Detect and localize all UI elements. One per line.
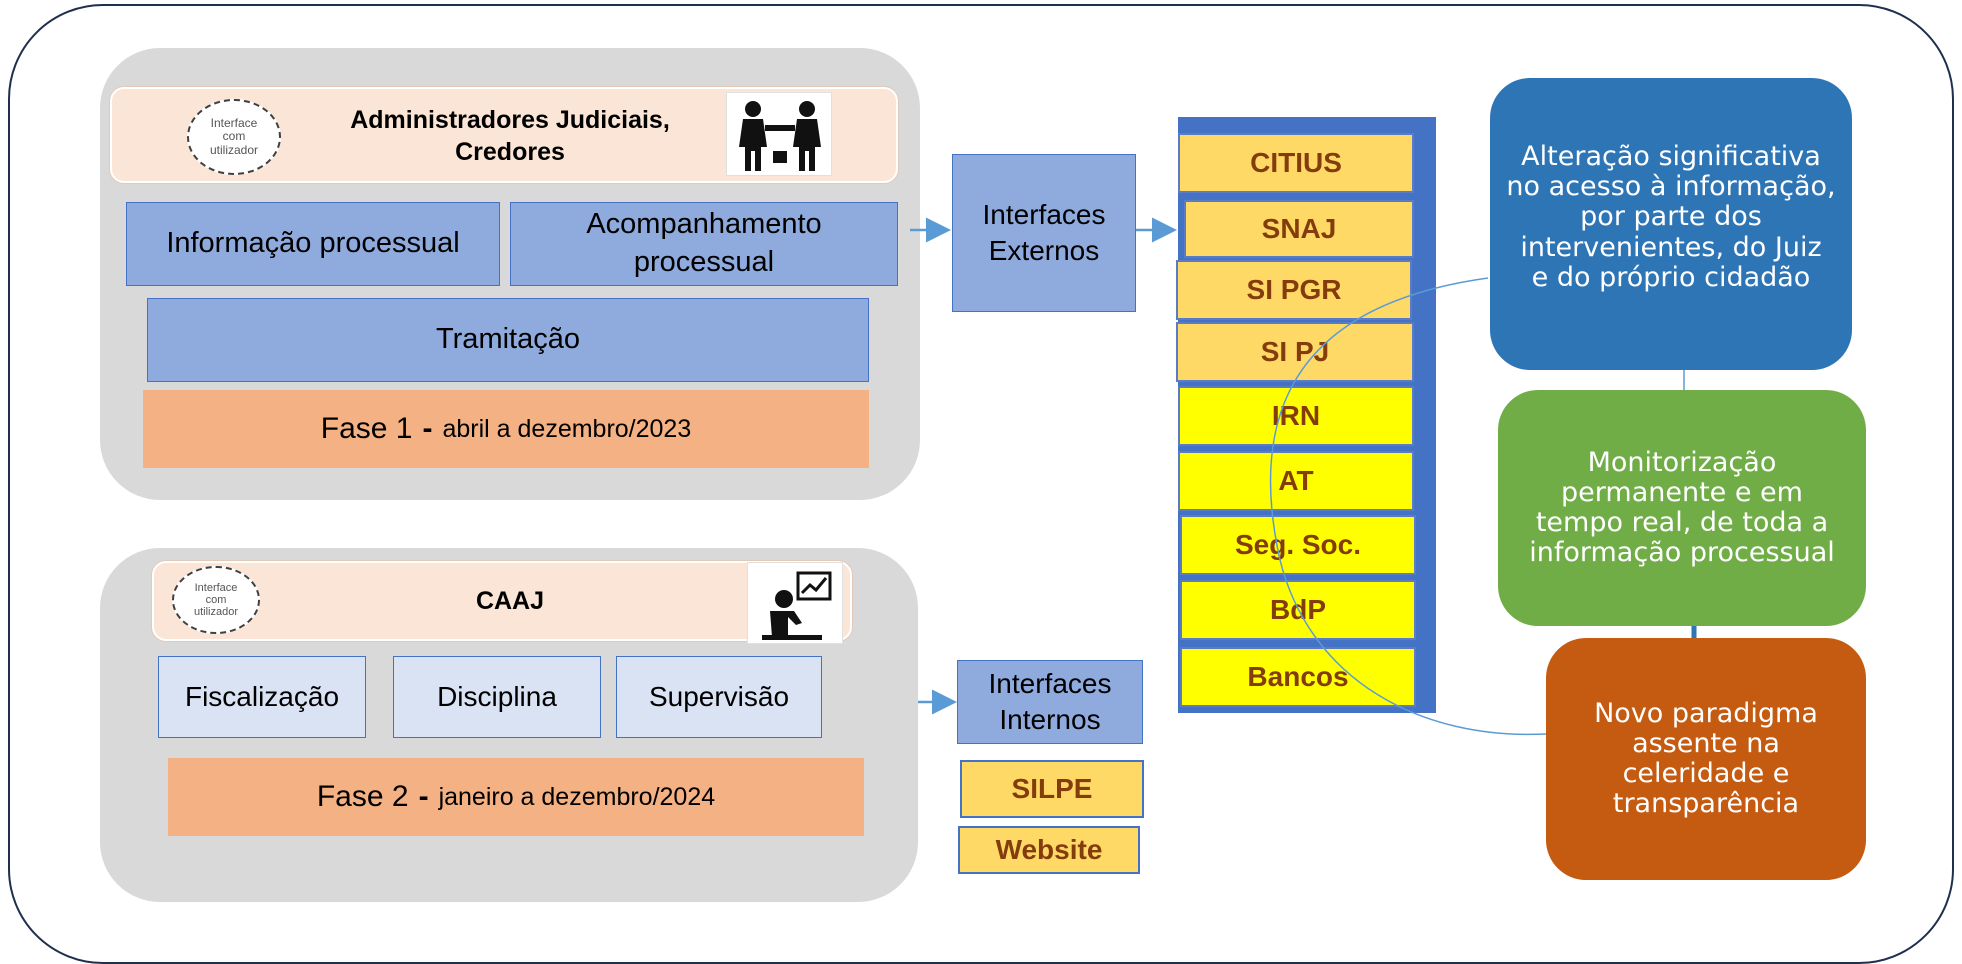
fiscalizacao-box: Fiscalização <box>158 656 366 738</box>
phase1-label: Fase 1-abril a dezembro/2023 <box>143 390 869 468</box>
interface-user-icon: Interface com utilizador <box>172 566 260 634</box>
phase1-header-title: Administradores Judiciais,Credores <box>350 105 670 167</box>
system-bancos: Bancos <box>1180 647 1416 707</box>
system-snaj: SNAJ <box>1184 200 1414 258</box>
system-si-pgr: SI PGR <box>1176 260 1412 320</box>
system-website: Website <box>958 826 1140 874</box>
phase2-label: Fase 2-janeiro a dezembro/2024 <box>168 758 864 836</box>
tramitacao-box: Tramitação <box>147 298 869 382</box>
info-processual-box: Informação processual <box>126 202 500 286</box>
system-seg-soc: Seg. Soc. <box>1180 515 1416 575</box>
supervisao-box: Supervisão <box>616 656 822 738</box>
person-chart-icon <box>747 562 843 644</box>
outcome-orange-box: Novo paradigma assente na celeridade e t… <box>1546 638 1866 880</box>
outcome-green-box: Monitorização permanente e em tempo real… <box>1498 390 1866 626</box>
handshake-icon <box>726 92 832 176</box>
phase2-header <box>152 561 852 641</box>
cycle-arc <box>1269 277 1547 736</box>
system-irn: IRN <box>1178 386 1414 446</box>
system-citius: CITIUS <box>1178 133 1414 193</box>
connectors-overlay <box>910 217 1697 736</box>
disciplina-box: Disciplina <box>393 656 601 738</box>
phase2-header-title: CAAJ <box>475 586 545 615</box>
system-at: AT <box>1178 451 1414 511</box>
system-silpe: SILPE <box>960 760 1144 818</box>
outcome-blue-box: Alteração significativa no acesso à info… <box>1490 78 1852 370</box>
interface-user-icon: Interface com utilizador <box>187 99 281 175</box>
